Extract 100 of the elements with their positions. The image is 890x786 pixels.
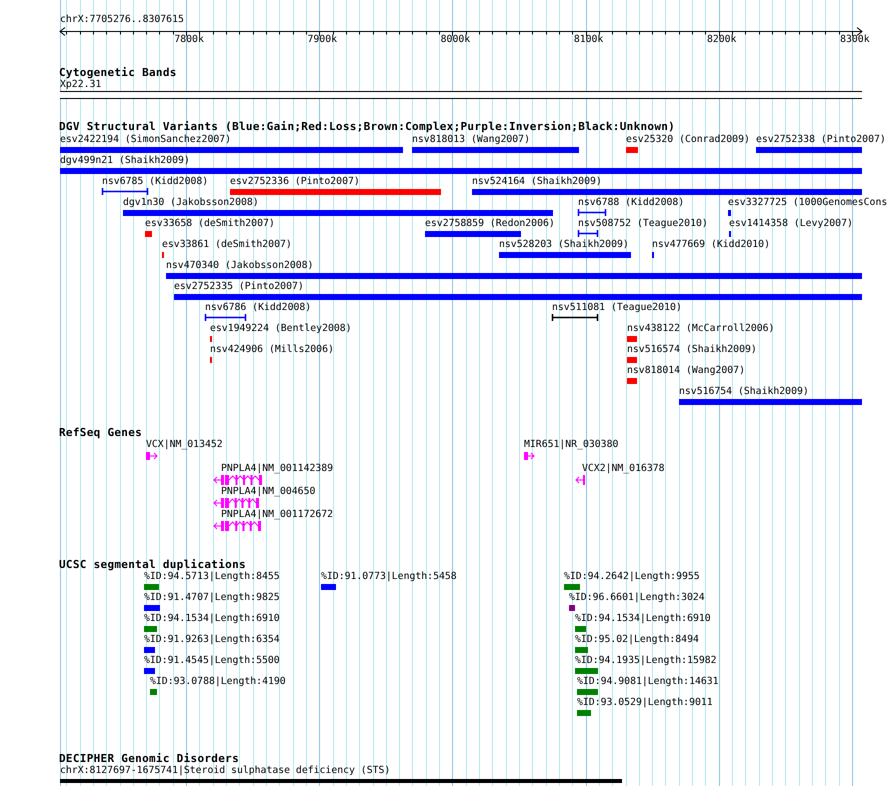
variant-interval [102, 188, 148, 196]
track-title: UCSC segmental duplications [59, 558, 246, 571]
gene-model-drawing [575, 475, 585, 485]
gene-model-drawing [146, 451, 158, 461]
feature-label: esv1949224 (Bentley2008) [210, 323, 352, 335]
feature-label: VCX2|NM_016378 [582, 463, 665, 475]
feature-label: nsv516574 (Shaikh2009) [627, 344, 757, 356]
tick-label: 7900k [308, 34, 338, 46]
feature-label: %ID:93.0529|Length:9011 [577, 697, 713, 709]
feature-label: %ID:91.0773|Length:5458 [321, 571, 457, 583]
duplication-bar [577, 689, 598, 695]
feature-label: esv3327725 (1000GenomesCons [728, 197, 888, 209]
variant-bar [756, 147, 862, 153]
duplication-bar [144, 584, 159, 590]
variant-bar [174, 294, 862, 300]
duplication-bar [564, 584, 580, 590]
variant-interval [578, 230, 598, 238]
feature-label: esv2422194 (SimonSanchez2007) [60, 134, 232, 146]
duplication-bar [144, 647, 155, 653]
gene-model-drawing [213, 498, 260, 508]
variant-bar [626, 147, 638, 153]
feature-label: %ID:94.2642|Length:9955 [564, 571, 700, 583]
feature-label: nsv528203 (Shaikh2009) [499, 239, 629, 251]
variant-bar [60, 168, 862, 174]
track-title: Cytogenetic Bands [59, 66, 177, 79]
duplication-bar [575, 668, 598, 674]
feature-label: %ID:96.6601|Length:3024 [569, 592, 705, 604]
feature-label: nsv818014 (Wang2007) [627, 365, 745, 377]
feature-label: nsv516754 (Shaikh2009) [679, 386, 809, 398]
feature-label: %ID:91.9263|Length:6354 [144, 634, 280, 646]
feature-label: nsv477669 (Kidd2010) [652, 239, 770, 251]
feature-label: nsv470340 (Jakobsson2008) [166, 260, 314, 272]
duplication-bar [321, 584, 336, 590]
variant-bar [627, 357, 637, 363]
track-title: RefSeq Genes [59, 426, 142, 439]
feature-label: %ID:94.9081|Length:14631 [577, 676, 719, 688]
feature-label: esv2758859 (Redon2006) [425, 218, 555, 230]
feature-label: esv2752336 (Pinto2007) [230, 176, 360, 188]
feature-label: PNPLA4|NM_001142389 [221, 463, 334, 475]
feature-label: PNPLA4|NM_001172672 [221, 509, 334, 521]
tick-label: 8300k [840, 34, 870, 46]
variant-bar [60, 147, 403, 153]
feature-label: %ID:93.0788|Length:4190 [150, 676, 286, 688]
duplication-bar [575, 647, 588, 653]
variant-bar [145, 231, 152, 237]
feature-label: Xp22.31 [60, 79, 102, 91]
variant-bar [472, 189, 862, 195]
feature-label: PNPLA4|NM_004650 [221, 486, 316, 498]
duplication-bar [150, 689, 157, 695]
feature-label: %ID:91.4707|Length:9825 [144, 592, 280, 604]
feature-label: nsv524164 (Shaikh2009) [472, 176, 602, 188]
duplication-bar [569, 605, 575, 611]
feature-label: MIR651|NR_030380 [524, 439, 618, 451]
feature-label: dgv1n30 (Jakobsson2008) [123, 197, 259, 209]
variant-bar [123, 210, 553, 216]
gene-model-drawing [213, 475, 263, 485]
variant-bar [728, 210, 731, 216]
feature-label: esv33861 (deSmith2007) [162, 239, 292, 251]
feature-label: dgv499n21 (Shaikh2009) [60, 155, 190, 167]
duplication-bar [144, 605, 160, 611]
feature-label: VCX|NM_013452 [146, 439, 223, 451]
feature-label: %ID:95.02|Length:8494 [575, 634, 699, 646]
gene-model-drawing [213, 521, 262, 531]
feature-label: chrX:8127697-1675741|Steroid sulphatase deficiency (STS) [60, 765, 390, 777]
tick-label: 8200k [706, 34, 736, 46]
variant-bar [412, 147, 579, 153]
track-title: DGV Structural Variants (Blue:Gain;Red:Loss;Brown:Complex;Purple:Inversion;Black:Unknown) [59, 120, 676, 133]
feature-label: %ID:94.1534|Length:6910 [575, 613, 711, 625]
tick-label: 8000k [440, 34, 470, 46]
feature-label: esv25320 (Conrad2009) [626, 134, 750, 146]
variant-bar [499, 252, 631, 258]
duplication-bar [144, 626, 157, 632]
duplication-bar [575, 626, 586, 632]
variant-interval [578, 209, 606, 217]
feature-label: %ID:94.5713|Length:8455 [144, 571, 280, 583]
feature-label: nsv6785 (Kidd2008) [102, 176, 208, 188]
feature-label: esv1414358 (Levy2007) [729, 218, 853, 230]
feature-label: esv2752338 (Pinto2007) [756, 134, 886, 146]
feature-label: esv33658 (deSmith2007) [145, 218, 275, 230]
tick-label: 7800k [174, 34, 204, 46]
variant-interval [552, 314, 598, 322]
feature-label: nsv511081 (Teague2010) [552, 302, 682, 314]
feature-label: %ID:91.4545|Length:5500 [144, 655, 280, 667]
feature-label: esv2752335 (Pinto2007) [174, 281, 304, 293]
feature-label: nsv424906 (Mills2006) [210, 344, 334, 356]
variant-bar [166, 273, 862, 279]
tick-label: 8100k [574, 34, 604, 46]
duplication-bar [577, 710, 591, 716]
track-title: DECIPHER Genomic Disorders [59, 752, 239, 765]
feature-label: nsv818013 (Wang2007) [412, 134, 530, 146]
feature-label: nsv6788 (Kidd2008) [578, 197, 684, 209]
feature-label: %ID:94.1935|Length:15982 [575, 655, 717, 667]
feature-label: nsv508752 (Teague2010) [578, 218, 708, 230]
duplication-bar [144, 668, 155, 674]
variant-bar [679, 399, 862, 405]
variant-bar [627, 336, 637, 342]
coordinate-range: chrX:7705276..8307615 [60, 14, 184, 26]
disorder-bar [60, 779, 622, 783]
feature-label: nsv6786 (Kidd2008) [205, 302, 312, 314]
variant-interval [205, 314, 246, 322]
